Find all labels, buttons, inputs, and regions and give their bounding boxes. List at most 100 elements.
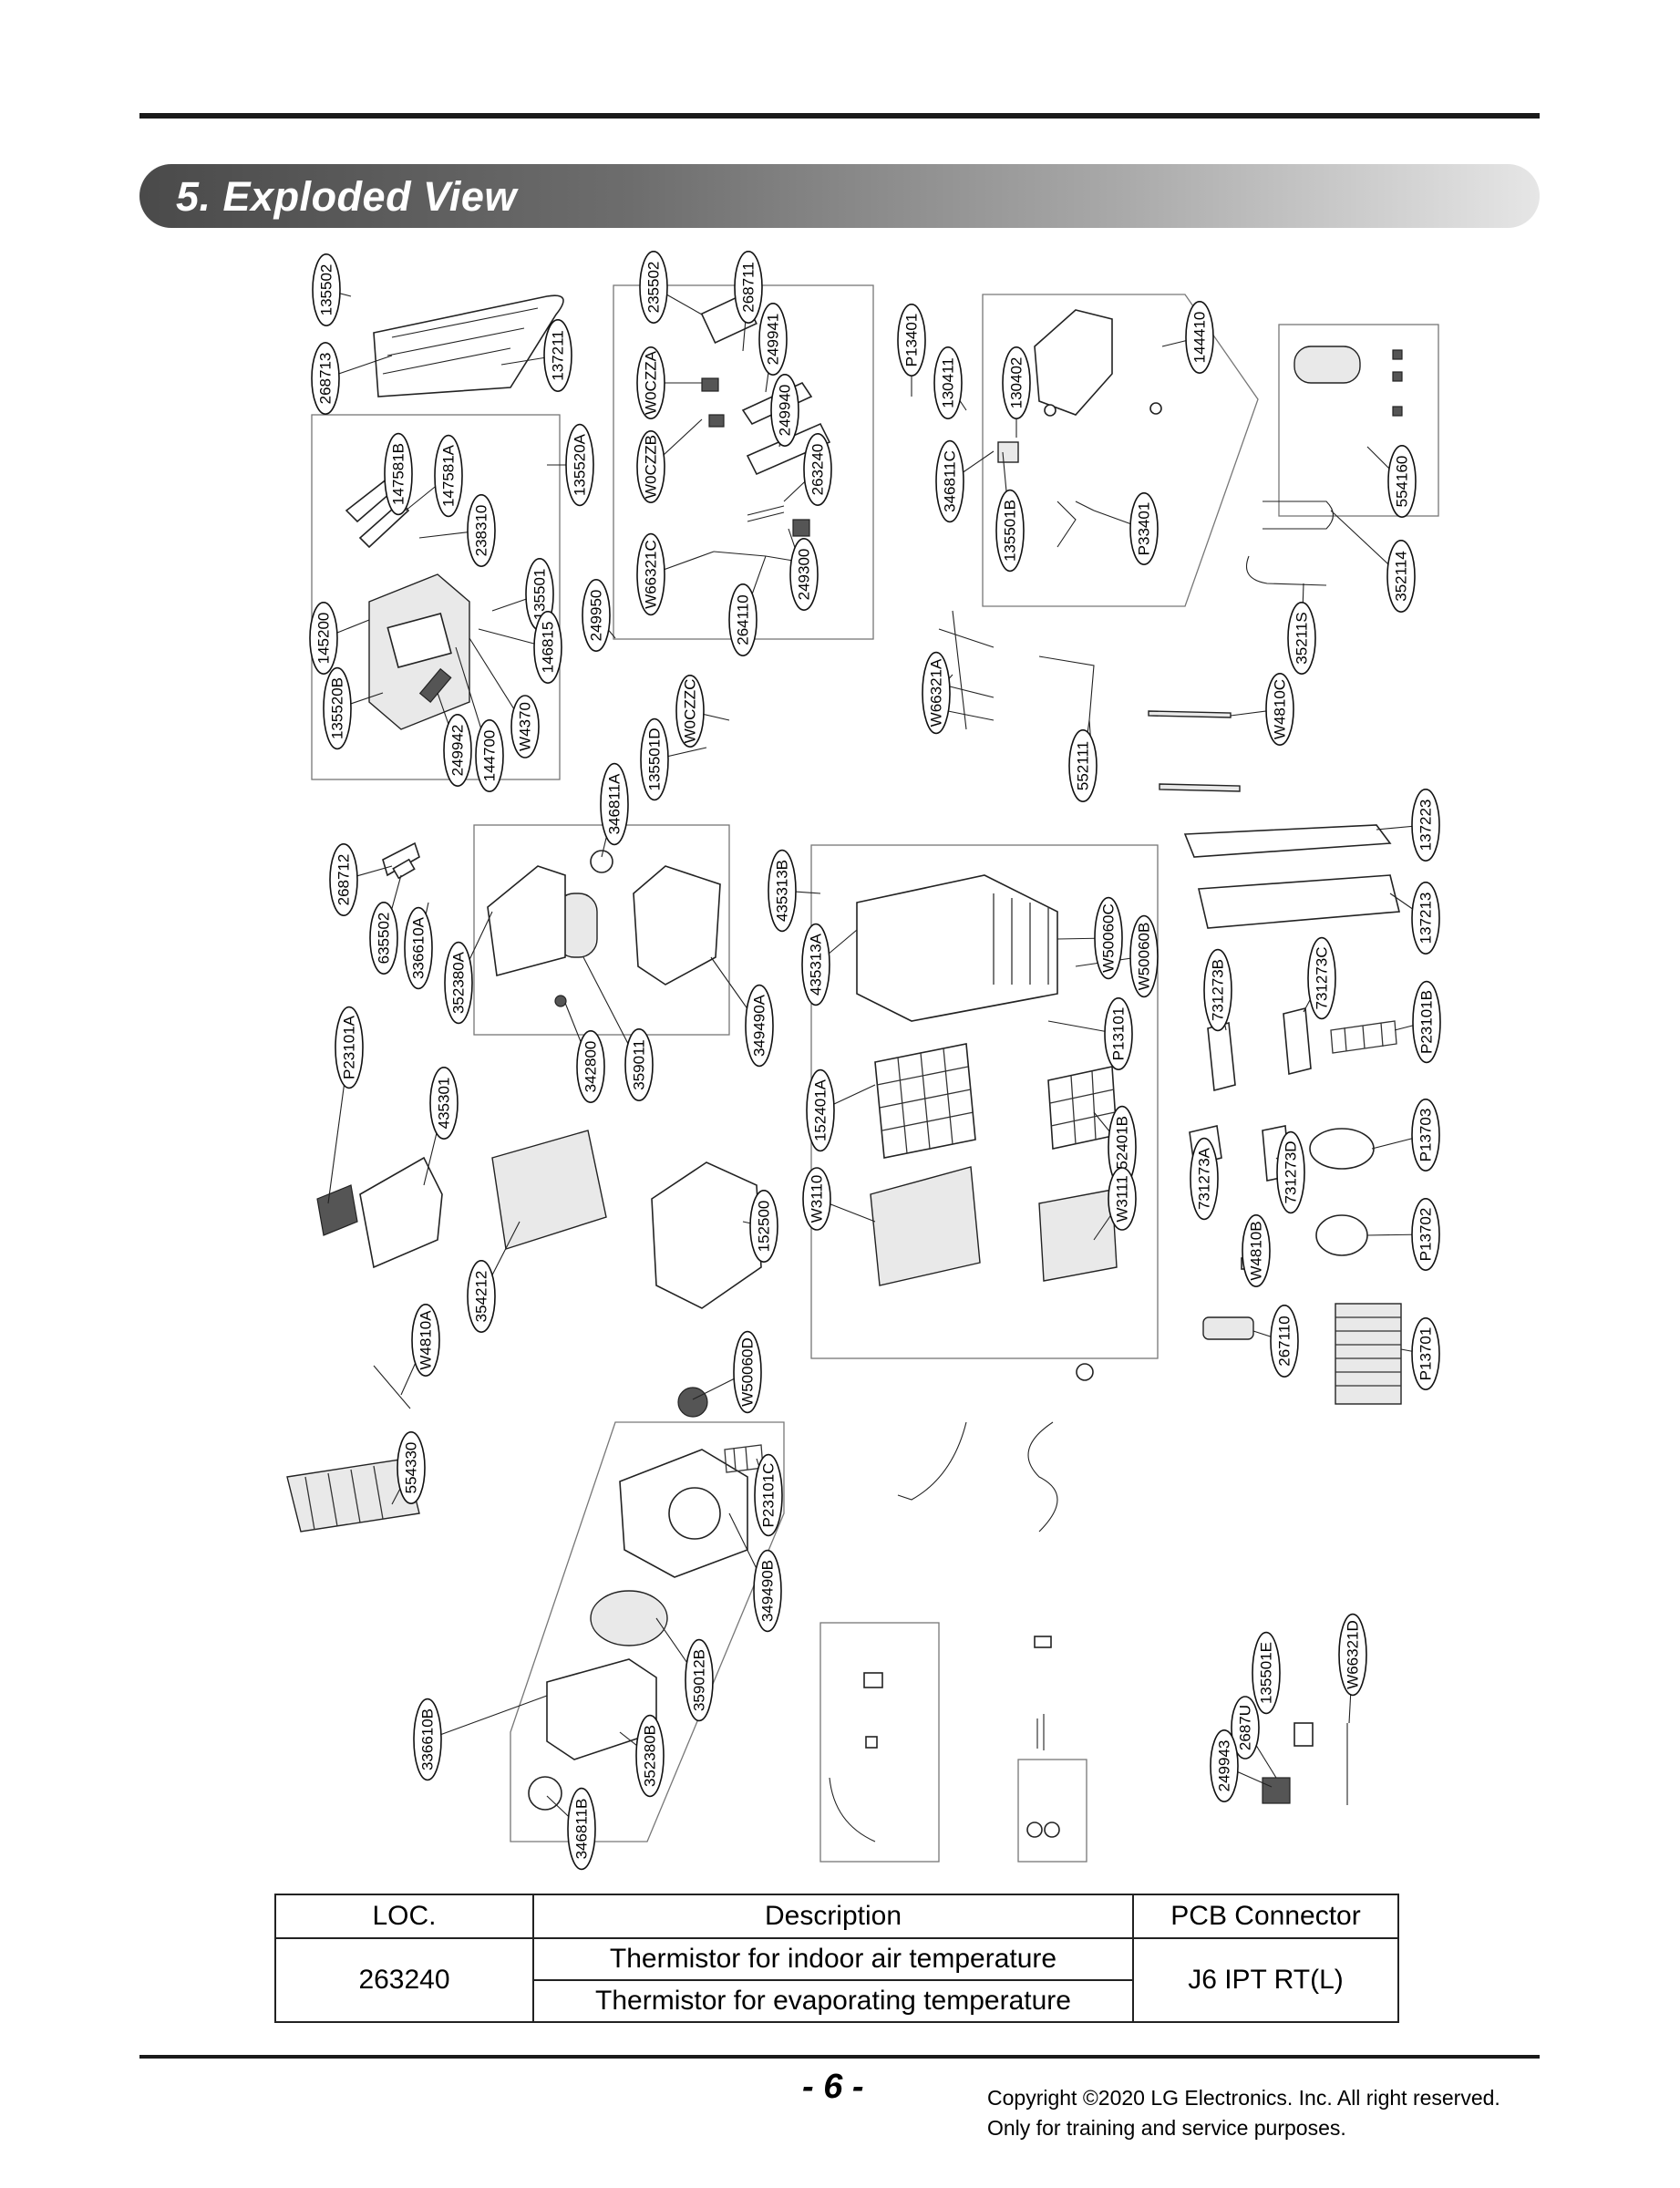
callout-balloon-137211 (543, 319, 572, 393)
callout-label: 152401B (1114, 1116, 1131, 1178)
suction-pipe (1245, 555, 1327, 586)
callout-label: 135501 (531, 569, 549, 621)
window-panel-part (1207, 1021, 1236, 1092)
exhaust-hose-part (1335, 1303, 1402, 1405)
hepa-filter-part (1038, 1189, 1118, 1282)
callout-balloon-137223 (1411, 788, 1440, 862)
callout-balloon-267110 (1270, 1305, 1299, 1378)
rear-cover-ribs (382, 307, 539, 375)
callout-label: 354212 (473, 1271, 490, 1323)
callout-leader-336610B (427, 1695, 548, 1740)
hose-kit-tube (829, 1777, 876, 1842)
callout-balloon-W50060B (1129, 914, 1159, 998)
callout-label: 336610A (410, 916, 428, 979)
callout-balloon-W4810C (1265, 672, 1294, 746)
cell-pcb-connector: J6 IPT RT(L) (1132, 1937, 1399, 2023)
callout-balloon-W0CZZC (675, 674, 705, 748)
callout-label: 144410 (1191, 312, 1209, 364)
callout-label: W3110 (809, 1175, 826, 1223)
filter-grid-small (1330, 1020, 1397, 1054)
callout-balloon-554330 (397, 1431, 426, 1505)
front-cabinet-part (856, 874, 1058, 1022)
fan-shroud-part (487, 865, 566, 977)
callout-label: 137211 (550, 330, 567, 380)
callout-balloon-359011 (624, 1027, 654, 1101)
evaporator-part (491, 1130, 607, 1250)
callout-label: 554330 (403, 1442, 420, 1494)
callout-label: 137223 (1417, 800, 1435, 851)
location-table: LOC. Description PCB Connector 263240 Th… (274, 1894, 1399, 2023)
callout-label: 435301 (436, 1078, 453, 1130)
callout-label: 152401A (812, 1079, 830, 1141)
callout-label: 145200 (315, 613, 333, 665)
group-box-panel (311, 414, 561, 780)
callout-balloon-249300 (789, 537, 819, 611)
callout-label: 238310 (473, 505, 490, 557)
callout-balloon-W3110 (802, 1167, 831, 1231)
second-filter-part (1047, 1066, 1118, 1150)
callout-label: 731273B (1210, 959, 1227, 1021)
callout-label: P13702 (1417, 1208, 1435, 1262)
callout-balloon-552111 (1068, 728, 1098, 802)
header-pcb-connector: PCB Connector (1132, 1894, 1399, 1939)
group-box-screw-kit (1017, 1759, 1087, 1863)
cap-part-2 (677, 1387, 708, 1418)
thermistor-wire (747, 505, 785, 522)
callout-label: 235502 (645, 262, 663, 314)
screw-kit-screw (1026, 1822, 1043, 1838)
callout-label: P33401 (1136, 502, 1153, 556)
callout-balloon-135502 (312, 253, 341, 327)
screw-kit-screw-2 (1044, 1822, 1060, 1838)
condenser-fan-part (590, 1590, 668, 1646)
table-header-row: LOC. Description PCB Connector (274, 1894, 1399, 1939)
callout-label: W0CZZC (682, 679, 699, 744)
condenser-part (286, 1458, 420, 1533)
callout-balloon-249940 (770, 374, 799, 448)
callout-label: 268713 (317, 353, 335, 405)
drain-hose-part (897, 1421, 967, 1501)
sub-pcb (1293, 1722, 1314, 1747)
callout-balloon-268711 (734, 250, 763, 325)
callout-balloon-35211S (1287, 601, 1316, 675)
group-box-blower (473, 824, 730, 1036)
callout-label: 268711 (740, 262, 758, 312)
fan-ring-part (668, 1487, 721, 1540)
pcb-part (418, 667, 452, 704)
callout-label: P23101C (760, 1463, 778, 1528)
callout-balloon-635502 (369, 901, 398, 975)
callout-balloon-554160 (1387, 445, 1417, 519)
group-box-drain (982, 294, 1259, 607)
clip-part (382, 841, 420, 877)
callout-label: 349490B (759, 1560, 777, 1622)
callout-balloon-130411 (933, 346, 963, 420)
callout-label: W66321A (928, 658, 945, 727)
exhaust-nozzle-part (1309, 1128, 1375, 1170)
callout-label: 249950 (588, 590, 605, 642)
callout-balloon-435313A (801, 923, 830, 1006)
callout-label: 264110 (735, 594, 752, 645)
callout-label: W0CZZA (643, 350, 660, 415)
callout-label: W0CZZB (643, 435, 660, 499)
callout-label: W50060D (739, 1337, 757, 1407)
discharge-pipe (1263, 501, 1335, 530)
cell-description-1: Thermistor for indoor air temperature (532, 1937, 1134, 1981)
capacitor-part (792, 519, 810, 537)
exhaust-adapter-part (1315, 1214, 1368, 1256)
rear-cover-part (373, 294, 564, 397)
cell-description-2: Thermistor for evaporating temperature (532, 1979, 1134, 2023)
group-box-compressor (1278, 324, 1439, 517)
air-guide-part (359, 1156, 443, 1269)
float-switch-part (1044, 404, 1056, 417)
callout-label: W50060C (1100, 903, 1118, 973)
exhaust-hose-ribs (1335, 1316, 1401, 1387)
callout-balloon-P13703 (1411, 1098, 1440, 1171)
callout-label: 346811C (942, 450, 959, 512)
callout-label: 135502 (318, 264, 335, 316)
callout-balloon-P23101B (1412, 980, 1441, 1064)
valve-part (1076, 1363, 1094, 1381)
bottom-rule (139, 2055, 1540, 2059)
callout-balloon-352114 (1386, 539, 1416, 613)
callout-balloon-P13401 (897, 304, 926, 377)
callout-balloon-249941 (758, 303, 788, 377)
